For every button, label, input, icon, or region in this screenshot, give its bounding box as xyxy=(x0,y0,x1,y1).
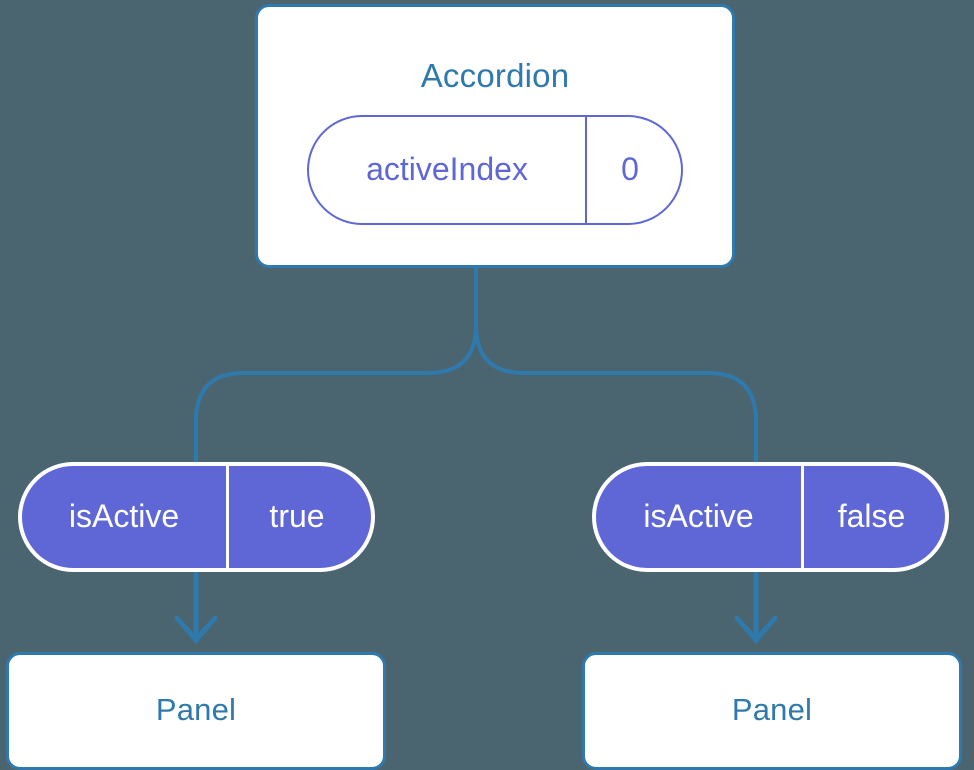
connector-root-to-left-pill xyxy=(194,266,478,464)
component-title-panel: Panel xyxy=(731,691,813,727)
connector-root-to-right-pill xyxy=(474,266,758,464)
prop-pill-value: true xyxy=(269,498,325,534)
component-title-panel: Panel xyxy=(155,691,237,727)
prop-pill-key: isActive xyxy=(596,466,804,568)
prop-pill-is-active-left[interactable]: isActive true xyxy=(18,462,375,572)
component-card-panel-left[interactable]: Panel xyxy=(6,652,386,770)
component-card-panel-right[interactable]: Panel xyxy=(582,652,962,770)
prop-pill-value: 0 xyxy=(621,151,639,187)
arrow-head-right-icon xyxy=(734,615,778,643)
prop-pill-key: isActive xyxy=(22,466,229,568)
prop-pill-is-active-right[interactable]: isActive false xyxy=(592,462,949,572)
component-title-accordion: Accordion xyxy=(420,57,570,94)
prop-pill-key: activeIndex xyxy=(309,117,587,223)
arrow-head-left-icon xyxy=(174,615,218,643)
prop-pill-value: false xyxy=(837,498,906,534)
prop-pill-active-index[interactable]: activeIndex 0 xyxy=(307,115,683,225)
